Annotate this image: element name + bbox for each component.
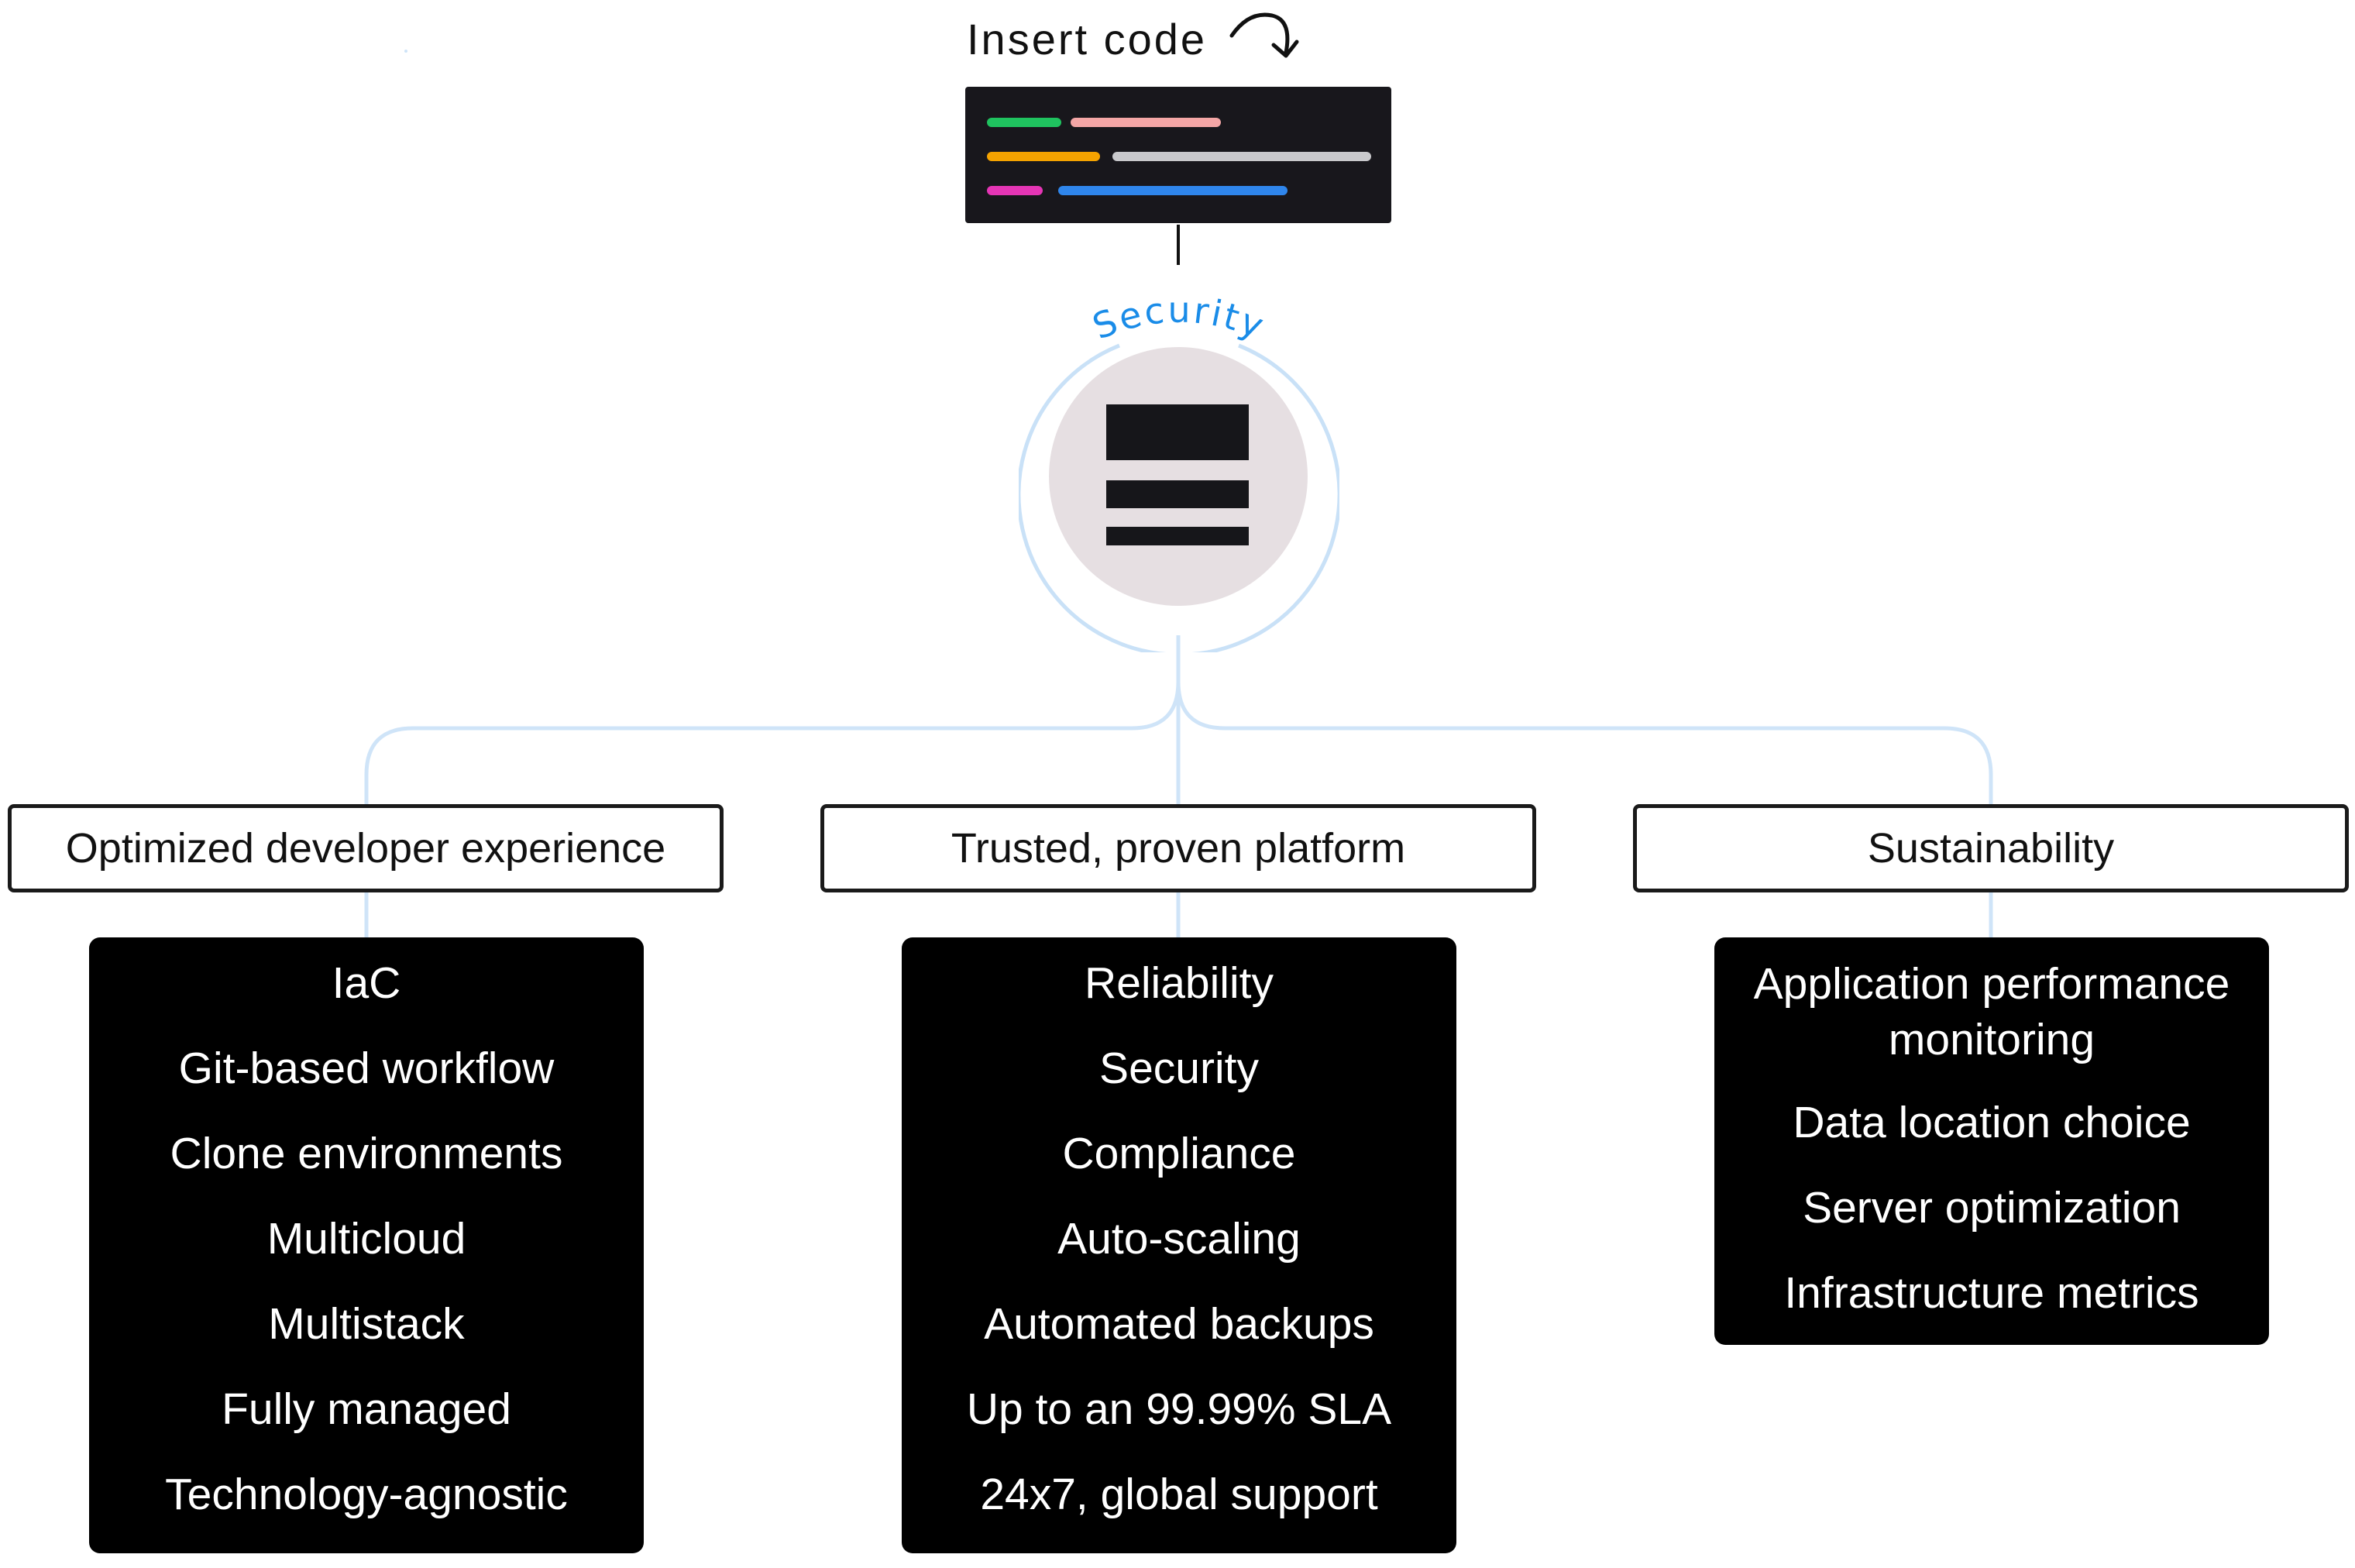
server-bar-bottom: [1106, 527, 1249, 545]
feature-item: Infrastructure metrics: [1784, 1268, 2199, 1318]
category-label: Optimized developer experience: [65, 825, 666, 872]
category-developer-experience[interactable]: Optimized developer experience: [8, 804, 724, 892]
svg-text:Security: Security: [1087, 289, 1271, 348]
feature-item: Fully managed: [222, 1384, 511, 1434]
feature-item: Multicloud: [266, 1214, 466, 1264]
stray-dot: [404, 50, 407, 53]
feature-list-developer-experience: IaC Git-based workflow Clone environment…: [89, 937, 644, 1553]
feature-list-trusted-platform: Reliability Security Compliance Auto-sca…: [902, 937, 1456, 1553]
feature-item: Reliability: [1085, 958, 1274, 1008]
feature-item: Technology-agnostic: [165, 1470, 568, 1519]
feature-item: Git-based workflow: [178, 1044, 555, 1093]
category-sustainability[interactable]: Sustainability: [1633, 804, 2349, 892]
code-snippet[interactable]: [965, 87, 1391, 223]
security-label: Security: [1087, 289, 1271, 348]
code-line-3b: [1058, 186, 1288, 195]
feature-item: Application performance monitoring: [1753, 959, 2230, 1064]
category-trusted-platform[interactable]: Trusted, proven platform: [820, 804, 1536, 892]
feature-item: IaC: [332, 958, 401, 1008]
security-ring: [1019, 343, 1339, 652]
security-ring-label: Security: [1087, 289, 1269, 348]
code-line-2b: [1112, 152, 1371, 161]
code-line-3a: [987, 186, 1043, 195]
code-line-2a: [987, 152, 1100, 161]
server-stack-icon: [1049, 347, 1308, 606]
code-line-1a: [987, 118, 1061, 127]
insert-code-label: Insert code: [967, 15, 1208, 64]
code-line-1b: [1071, 118, 1221, 127]
feature-item: Server optimization: [1803, 1183, 2181, 1233]
tree-connectors: [364, 635, 1993, 937]
feature-item: Up to an 99.99% SLA: [966, 1384, 1392, 1434]
feature-item: Automated backups: [984, 1299, 1374, 1349]
feature-item: Security: [1099, 1044, 1259, 1093]
feature-item: 24x7, global support: [980, 1470, 1378, 1519]
feature-item: Data location choice: [1793, 1098, 2191, 1147]
feature-item: Auto-scaling: [1057, 1214, 1301, 1264]
server-bar-top: [1106, 404, 1249, 460]
feature-item: Multistack: [268, 1299, 465, 1349]
category-label: Trusted, proven platform: [951, 825, 1406, 872]
feature-item: Clone environments: [170, 1129, 563, 1178]
curved-arrow-icon: [1229, 12, 1299, 58]
category-label: Sustainability: [1867, 825, 2115, 872]
feature-item: Compliance: [1062, 1129, 1296, 1178]
feature-list-sustainability: Application performance monitoring Data …: [1714, 937, 2269, 1345]
server-bar-middle: [1106, 480, 1249, 508]
hub-to-left-branch: [364, 635, 1181, 804]
hub-to-right-branch: [1176, 681, 1993, 804]
